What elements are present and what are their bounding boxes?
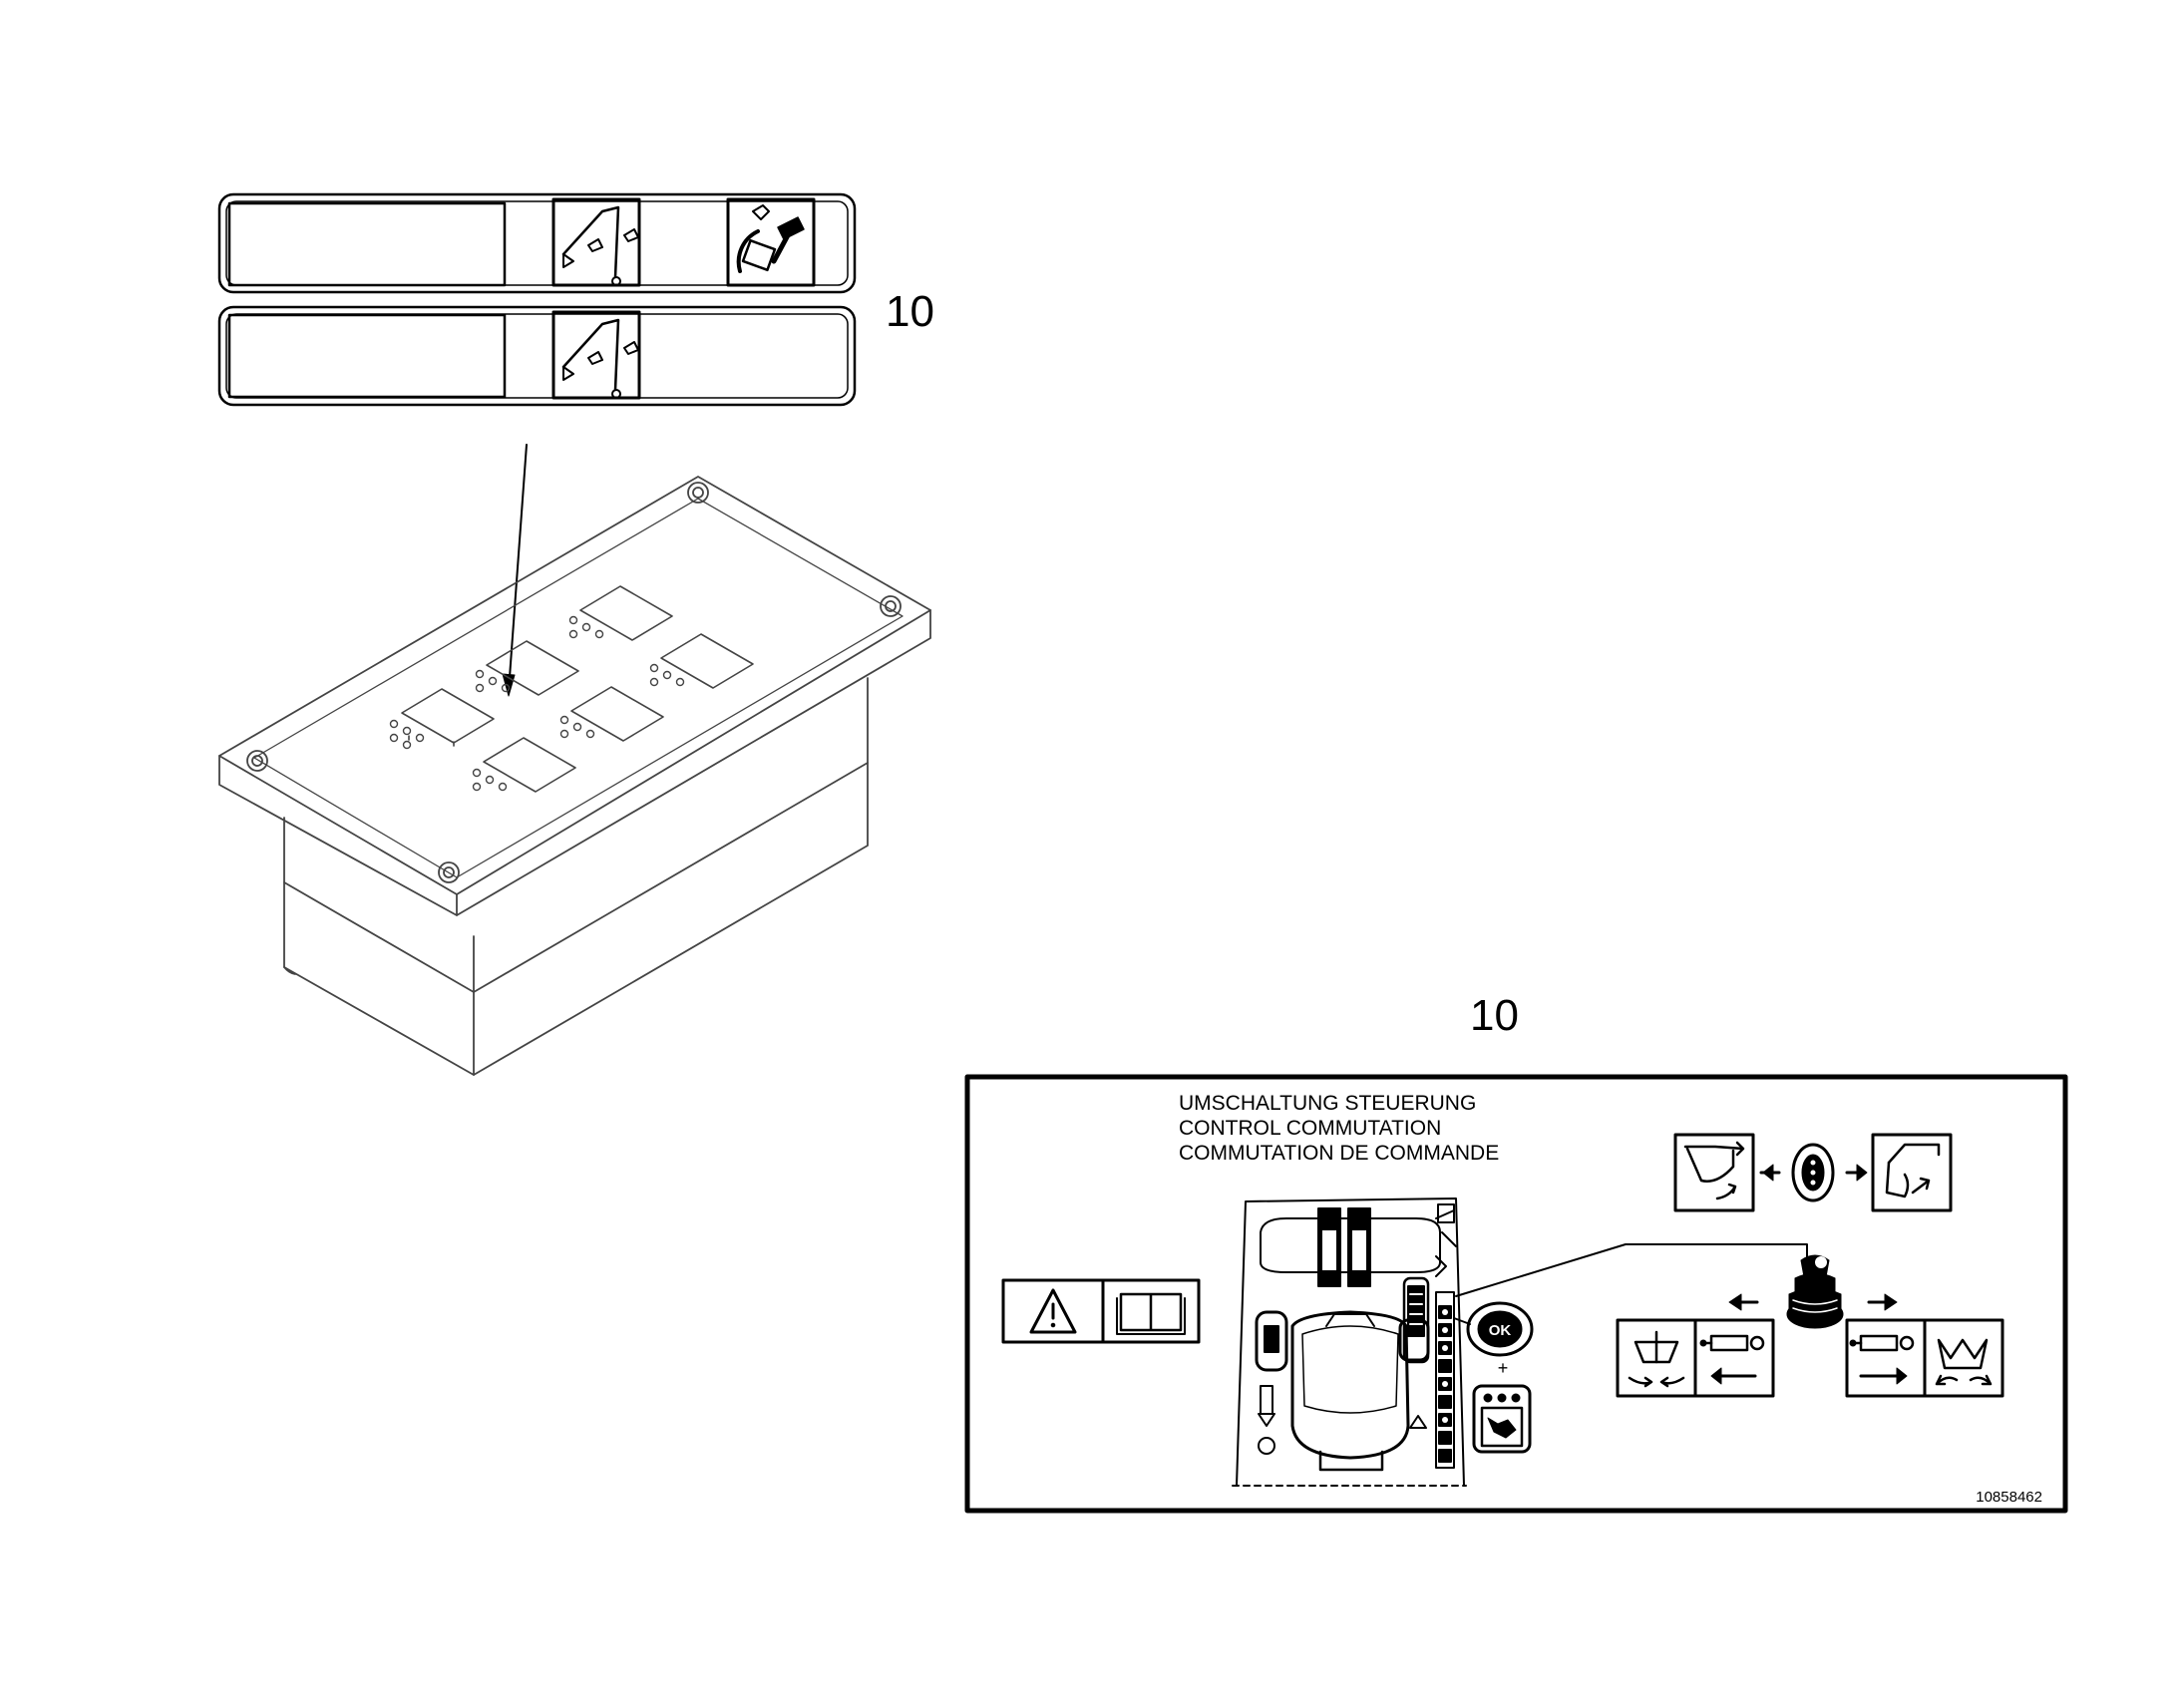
tilt-left-icon — [1616, 1318, 1697, 1398]
crane-icon — [551, 310, 641, 400]
cab-top-view — [1232, 1197, 1467, 1487]
decal-line-1: UMSCHALTUNG STEUERUNG — [1179, 1092, 1476, 1115]
boom-lower-icon — [1871, 1133, 1953, 1212]
warning-triangle-icon — [1029, 1288, 1077, 1334]
crane-icon — [551, 197, 641, 287]
rocker-switch-icon — [1791, 1143, 1835, 1202]
callout-upper: 10 — [886, 287, 934, 336]
mode-switch-icon — [1472, 1384, 1532, 1454]
joystick-icon — [1786, 1254, 1844, 1329]
decal-line-2: CONTROL COMMUTATION — [1179, 1117, 1441, 1140]
warning-manual-block — [1001, 1278, 1201, 1344]
cylinder-extend-icon — [1845, 1318, 1927, 1398]
leader-arrow — [502, 444, 528, 697]
label-strip-lower — [217, 305, 857, 407]
cylinder-retract-icon — [1693, 1318, 1775, 1398]
tilt-right-icon — [1923, 1318, 2004, 1398]
ok-button-icon — [1466, 1301, 1534, 1357]
bucket-curl-icon — [1673, 1133, 1755, 1212]
book-icon — [1116, 1292, 1186, 1335]
decal-line-3: COMMUTATION DE COMMANDE — [1179, 1142, 1499, 1165]
plus-label: + — [1498, 1358, 1509, 1378]
label-strip-upper — [217, 192, 857, 294]
part-number: 10858462 — [1976, 1489, 2042, 1506]
callout-lower: 10 — [1470, 991, 1519, 1040]
switch-box — [218, 476, 931, 1076]
control-commutation-decal — [964, 1074, 2068, 1514]
rotation-tool-icon — [726, 197, 816, 287]
ok-label: OK — [1489, 1322, 1512, 1339]
